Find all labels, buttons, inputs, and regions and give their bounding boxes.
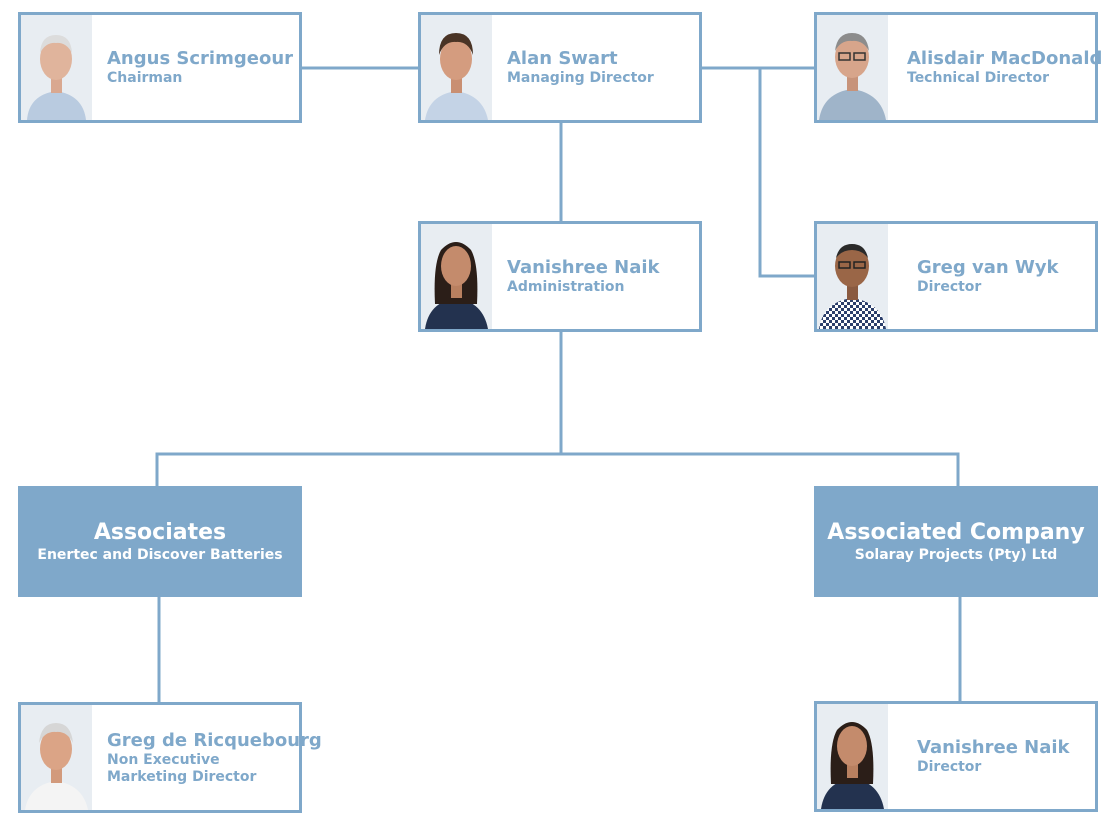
portrait-older-man-icon <box>21 15 92 120</box>
person-name: Alan Swart <box>507 48 618 69</box>
portrait-man-icon <box>421 15 492 120</box>
person-role: Non Executive Marketing Director <box>107 751 257 785</box>
group-box-associates: Associates Enertec and Discover Batterie… <box>18 486 302 597</box>
group-subtitle: Solaray Projects (Pty) Ltd <box>854 546 1058 563</box>
person-card-greg-de-ricquebourg: Greg de Ricquebourg Non Executive Market… <box>18 702 322 813</box>
person-card-vanishree-naik-director: Vanishree Naik Director <box>814 701 1098 812</box>
person-role: Director <box>917 279 982 295</box>
group-box-associated-company: Associated Company Solaray Projects (Pty… <box>814 486 1098 597</box>
person-card-greg-van-wyk: Greg van Wyk Director <box>814 221 1098 332</box>
portrait-older-man-icon <box>21 705 92 810</box>
portrait-woman-icon <box>421 224 492 329</box>
person-name: Greg de Ricquebourg <box>107 729 322 751</box>
group-subtitle: Enertec and Discover Batteries <box>37 546 283 563</box>
portrait-woman-icon <box>817 704 888 809</box>
person-name: Vanishree Naik <box>917 737 1070 758</box>
person-role: Director <box>917 759 982 775</box>
person-name: Alisdair MacDonald <box>907 48 1103 69</box>
person-card-vanishree-naik-administration: Vanishree Naik Administration <box>418 221 702 332</box>
person-card-alisdair-macdonald: Alisdair MacDonald Technical Director <box>814 12 1103 123</box>
person-role: Technical Director <box>907 70 1049 86</box>
person-card-angus-scrimgeour: Angus Scrimgeour Chairman <box>18 12 302 123</box>
portrait-man-glasses-icon <box>817 224 888 329</box>
person-name: Vanishree Naik <box>507 257 660 278</box>
group-title: Associates <box>93 519 227 545</box>
group-title: Associated Company <box>827 519 1085 545</box>
person-card-alan-swart: Alan Swart Managing Director <box>418 12 702 123</box>
person-name: Angus Scrimgeour <box>107 48 294 69</box>
portrait-man-glasses-icon <box>817 15 888 120</box>
person-role: Administration <box>507 279 625 295</box>
person-name: Greg van Wyk <box>917 257 1059 278</box>
person-role: Managing Director <box>507 70 654 86</box>
person-role: Chairman <box>107 70 183 86</box>
